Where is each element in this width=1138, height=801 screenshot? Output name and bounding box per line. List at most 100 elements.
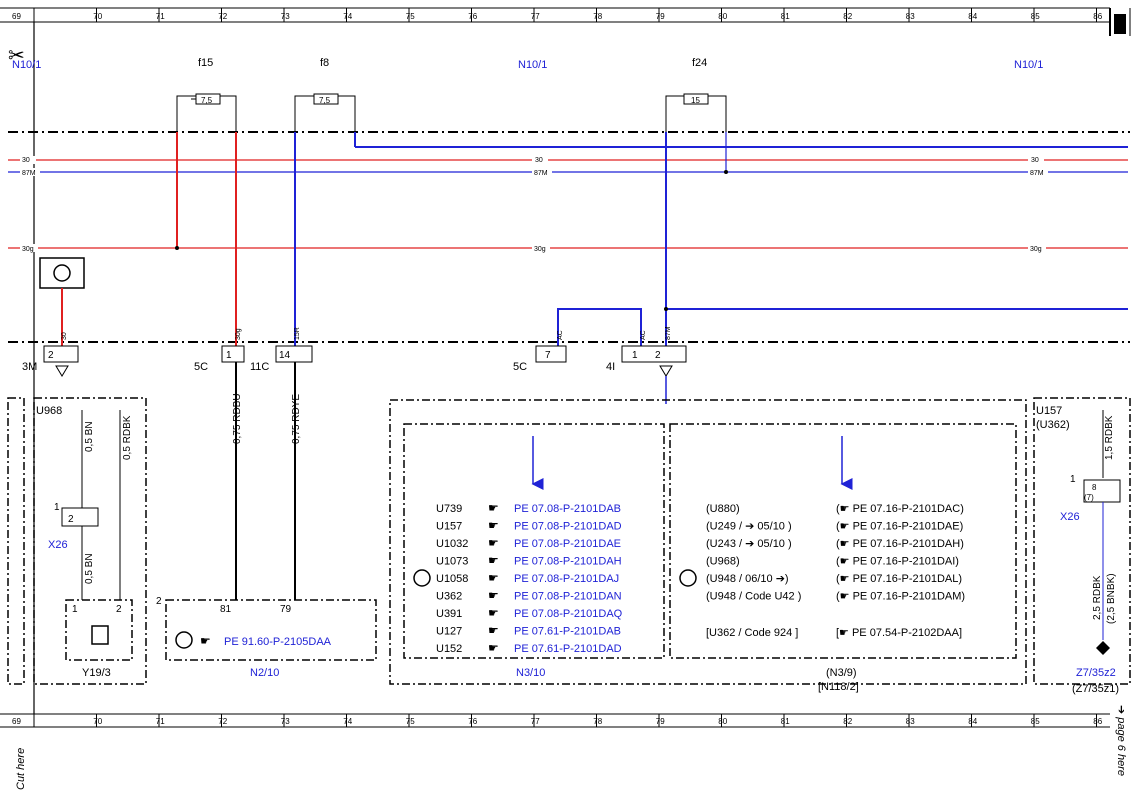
bus-label-30g-a: 30g (22, 246, 34, 253)
wire-rdbk-25: 2,5 RDBK (1092, 575, 1103, 620)
n3-9-row-code: (U243 / ➔ 05/10 ) (706, 538, 792, 550)
n3-10-row-code: U152 (436, 643, 462, 655)
n2-10-ref-link[interactable]: PE 91.60-P-2105DAA (224, 636, 332, 648)
x26-pin-2: 2 (68, 514, 74, 525)
wire-tag-87m: 87M (665, 326, 672, 340)
wire-rdbk-15: 1,5 RDBK (1104, 415, 1115, 460)
x26-label-left: X26 (48, 539, 68, 551)
fuse-label-f15: f15 (198, 57, 213, 69)
n3-9-row-ref-link[interactable]: (☛ PE 07.16-P-2101DAL) (836, 573, 962, 585)
z7-35z1-label: (Z7/35z1) (1072, 683, 1119, 695)
wire-tag-15r: 15R (294, 327, 301, 340)
pin-7: 7 (545, 350, 551, 361)
n3-9-row-ref-link[interactable]: [☛ PE 07.54-P-2102DAA] (836, 627, 962, 639)
n3-9-row-ref-link[interactable]: (☛ PE 07.16-P-2101DAM) (836, 591, 965, 603)
bus-label-87m-c: 87M (1030, 170, 1044, 177)
y19-3-label: Y19/3 (82, 667, 111, 679)
n3-10-row-ref-link[interactable]: PE 07.08-P-2101DAJ (514, 573, 619, 585)
n3-10-row-ref-link[interactable]: PE 07.08-P-2101DAB (514, 503, 621, 515)
top-ruler-label: 77 (531, 12, 540, 21)
n3-9-row-ref-link[interactable]: (☛ PE 07.16-P-2101DAI) (836, 556, 959, 568)
n3-9-row-code: [U362 / Code 924 ] (706, 627, 798, 639)
pointer-hand-icon: ☛ (488, 624, 499, 638)
electronic-module-icon (413, 569, 431, 587)
n3-10-row-ref-link[interactable]: PE 07.08-P-2101DAN (514, 591, 622, 603)
connector-11c: 11C (250, 361, 269, 373)
page-6-here-text: ➔ page 6 here (1115, 705, 1127, 776)
bus-label-30g-c: 30g (1030, 246, 1042, 253)
n3-10-row-ref-link[interactable]: PE 07.08-P-2101DAE (514, 538, 621, 550)
bottom-ruler-label: 77 (531, 717, 540, 726)
fuse-f8 (294, 93, 356, 132)
connector-4i: 4I (606, 361, 615, 373)
wire-rdbu: 0,75 RDBU (232, 393, 243, 444)
scissors-icon: ✂ (8, 45, 25, 67)
bottom-ruler-label: 84 (968, 717, 977, 726)
n3-10-row-code: U127 (436, 626, 462, 638)
bottom-ruler-label: 85 (1031, 717, 1040, 726)
top-ruler-label: 72 (218, 12, 227, 21)
n3-10-row-ref-link[interactable]: PE 07.61-P-2101DAB (514, 626, 621, 638)
pin-1-b: 1 (632, 350, 638, 361)
n3-9-row-ref-link[interactable]: (☛ PE 07.16-P-2101DAH) (836, 538, 964, 550)
wire-tag-30g: 30g (235, 328, 242, 340)
left-box-code: U968 (36, 405, 62, 417)
pin-2-b: 2 (655, 350, 661, 361)
bottom-ruler-label: 71 (156, 717, 165, 726)
top-ruler-label: 69 (12, 12, 21, 21)
y19-pin-2: 2 (116, 604, 122, 615)
n3-9-label: (N3/9) (826, 667, 857, 679)
n3-9-row-code: (U948 / 06/10 ➔) (706, 573, 789, 585)
n3-10-row-ref-link[interactable]: PE 07.08-P-2101DAD (514, 521, 622, 533)
top-ruler-label: 75 (406, 12, 415, 21)
wire-rdye: 0,75 RDYE (291, 394, 302, 444)
n3-10-row-code: U1032 (436, 538, 468, 550)
top-ruler-label: 78 (593, 12, 602, 21)
n3-9-row-ref-link[interactable]: (☛ PE 07.16-P-2101DAC) (836, 503, 964, 515)
right-pin-7: (7) (1084, 493, 1094, 502)
top-ruler-label: 80 (718, 12, 727, 21)
bottom-ruler-label: 86 (1093, 717, 1102, 726)
module-label-n10-1-right: N10/1 (1014, 59, 1043, 71)
n2-pin-2: 2 (156, 596, 162, 607)
n3-10-row-code: U739 (436, 503, 462, 515)
bottom-ruler-label: 80 (718, 717, 727, 726)
fuse-f24 (665, 93, 727, 132)
wire-tag-30: 30 (61, 332, 68, 340)
module-label-n10-1-left: N10/1 (518, 59, 547, 71)
n3-10-row-ref-link[interactable]: PE 07.08-P-2101DAQ (514, 608, 623, 620)
page-corner-icon (1109, 8, 1131, 36)
n3-10-row-ref-link[interactable]: PE 07.08-P-2101DAH (514, 556, 622, 568)
n3-9-row-ref-link[interactable]: (☛ PE 07.16-P-2101DAE) (836, 521, 963, 533)
n3-10-row-ref-link[interactable]: PE 07.61-P-2101DAD (514, 643, 622, 655)
bus-label-30-a: 30 (22, 157, 30, 164)
z7-35z2-label: Z7/35z2 (1076, 667, 1116, 679)
cut-here-text: Cut here (15, 748, 27, 790)
fuse-label-f24: f24 (692, 57, 707, 69)
pointer-hand-icon: ☛ (488, 554, 499, 568)
n118-2-label: [N118/2] (818, 681, 859, 693)
right-pin-8: 8 (1092, 483, 1097, 492)
fuse-rating-f15: 7,5 (201, 96, 213, 105)
pointer-hand-icon: ☛ (488, 641, 499, 655)
top-ruler-label: 81 (781, 12, 790, 21)
wire-bn-a: 0,5 BN (84, 421, 95, 452)
n3-9-row-code: (U968) (706, 556, 740, 568)
top-ruler-label: 71 (156, 12, 165, 21)
pointer-hand-icon: ☛ (488, 606, 499, 620)
top-ruler-label: 76 (468, 12, 477, 21)
bottom-ruler-label: 78 (593, 717, 602, 726)
n3-10-row-code: U391 (436, 608, 462, 620)
bottom-ruler-label: 74 (343, 717, 352, 726)
pin-2-left: 2 (48, 350, 54, 361)
bottom-ruler-label: 81 (781, 717, 790, 726)
top-ruler-label: 70 (93, 12, 102, 21)
wire-tag-ac-2: AC (640, 330, 647, 340)
top-ruler-label: 74 (343, 12, 352, 21)
fuse-rating-f8: 7,5 (319, 96, 331, 105)
n3-10-box (403, 423, 665, 659)
connector-arrow-icons (55, 365, 673, 377)
pointer-hand-icon: ☛ (488, 571, 499, 585)
bottom-ruler-label: 72 (218, 717, 227, 726)
